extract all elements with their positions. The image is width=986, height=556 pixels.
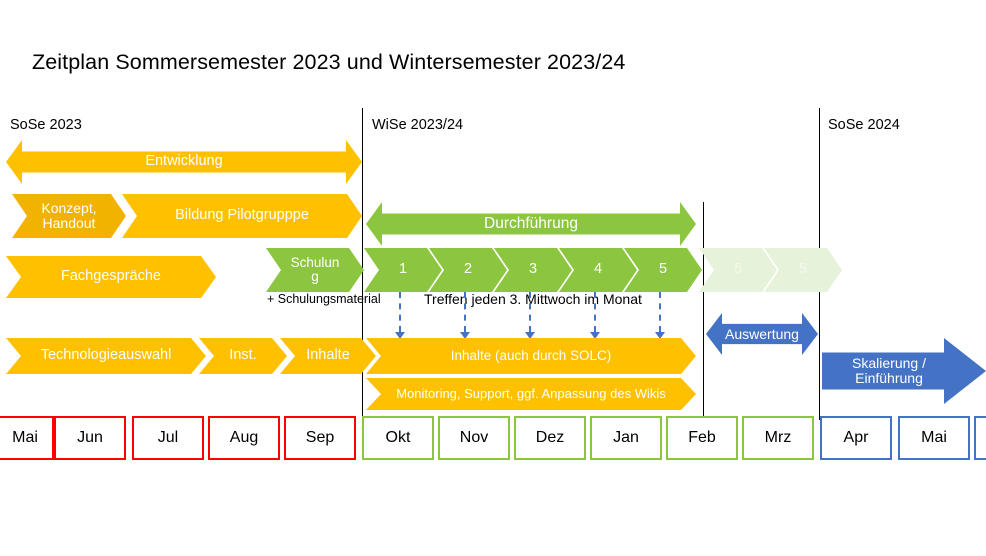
meeting-chevron-5-label: 5 <box>658 261 668 278</box>
month-label: Mai <box>12 429 38 446</box>
section-label-sose-2023: SoSe 2023 <box>10 117 82 133</box>
month-label: Jun <box>77 429 103 446</box>
month-box-sep[interactable]: Sep <box>284 416 356 460</box>
month-label: Aug <box>229 429 259 446</box>
bar-durchfuehrung[interactable]: Durchführung <box>366 202 696 246</box>
month-label: Feb <box>688 429 716 446</box>
month-box-jul[interactable]: Jul <box>132 416 204 460</box>
month-box-feb[interactable]: Feb <box>666 416 738 460</box>
month-box-mrz[interactable]: Mrz <box>742 416 814 460</box>
bar-inhalte-solc[interactable]: Inhalte (auch durch SOLC) <box>366 338 696 374</box>
month-label: Jul <box>157 429 179 446</box>
bar-inst[interactable]: Inst. <box>199 338 287 374</box>
note-schulungsmaterial: + Schulungsmaterial <box>267 292 381 306</box>
month-label: Apr <box>843 429 869 446</box>
meeting-chevron-4-label: 4 <box>593 261 603 278</box>
bar-konzept-handout[interactable]: Konzept, Handout <box>12 194 126 238</box>
month-label: Okt <box>385 429 411 446</box>
bar-auswertung-label: Auswertung <box>725 325 799 342</box>
month-box-jan[interactable]: Jan <box>590 416 662 460</box>
bar-auswertung[interactable]: Auswertung <box>706 313 818 355</box>
bar-durchfuehrung-label: Durchführung <box>484 214 578 232</box>
divider-wise-inner <box>703 202 705 420</box>
bar-inhalte-solc-label: Inhalte (auch durch SOLC) <box>450 347 612 363</box>
bar-schulung[interactable]: Schulun g <box>266 248 364 292</box>
bar-entwicklung[interactable]: Entwicklung <box>6 140 362 184</box>
meeting-chevron-future-2-label: 5 <box>798 261 808 278</box>
bar-bildung-pilotgruppe[interactable]: Bildung Pilotgrupppe <box>122 194 362 238</box>
bar-inst-label: Inst. <box>229 347 257 364</box>
section-label-wise-2023-24: WiSe 2023/24 <box>372 117 464 133</box>
bar-inhalte[interactable]: Inhalte <box>280 338 376 374</box>
bar-monitoring[interactable]: Monitoring, Support, ggf. Anpassung des … <box>366 378 696 410</box>
month-label: Mai <box>921 429 947 446</box>
meeting-chevron-2-label: 2 <box>463 261 473 278</box>
bar-skalierung-einfuehrung[interactable]: Skalierung / Einführung <box>822 338 986 404</box>
meeting-chevron-3-label: 3 <box>528 261 538 278</box>
month-label: Jan <box>613 429 639 446</box>
meeting-chevron-future-1-label: 5 <box>733 261 743 278</box>
month-box-partial[interactable] <box>974 416 986 460</box>
month-label: Nov <box>459 429 489 446</box>
month-box-mai[interactable]: Mai <box>898 416 970 460</box>
bar-fachgespraeche[interactable]: Fachgespräche <box>6 256 216 298</box>
month-box-mai[interactable]: Mai <box>0 416 54 460</box>
bar-bildung-pilotgruppe-label: Bildung Pilotgrupppe <box>175 207 309 224</box>
month-label: Dez <box>535 429 565 446</box>
month-box-nov[interactable]: Nov <box>438 416 510 460</box>
bar-schulung-label: Schulun g <box>290 254 340 284</box>
month-box-aug[interactable]: Aug <box>208 416 280 460</box>
month-box-dez[interactable]: Dez <box>514 416 586 460</box>
meeting-chevron-1[interactable]: 1 <box>364 248 442 292</box>
month-label: Mrz <box>764 429 792 446</box>
month-label: Sep <box>305 429 335 446</box>
divider-sose-wise <box>362 108 364 420</box>
month-box-okt[interactable]: Okt <box>362 416 434 460</box>
bar-fachgespraeche-label: Fachgespräche <box>61 268 161 285</box>
bar-inhalte-label: Inhalte <box>306 347 350 364</box>
bar-technologieauswahl[interactable]: Technologieauswahl <box>6 338 206 374</box>
meeting-chevron-future-1[interactable]: 5 <box>699 248 777 292</box>
bar-entwicklung-label: Entwicklung <box>145 153 223 170</box>
meeting-chevron-1-label: 1 <box>398 261 408 278</box>
section-label-sose-2024: SoSe 2024 <box>828 117 900 133</box>
meeting-chevron-4[interactable]: 4 <box>559 248 637 292</box>
month-box-apr[interactable]: Apr <box>820 416 892 460</box>
bar-konzept-handout-label: Konzept, Handout <box>41 200 97 231</box>
page-title: Zeitplan Sommersemester 2023 und Winters… <box>32 50 626 74</box>
bar-skalierung-einfuehrung-label: Skalierung / Einführung <box>852 355 926 386</box>
bar-technologieauswahl-label: Technologieauswahl <box>40 347 172 364</box>
month-box-jun[interactable]: Jun <box>54 416 126 460</box>
note-meeting-cadence: Treffen jeden 3. Mittwoch im Monat <box>424 291 642 307</box>
bar-monitoring-label: Monitoring, Support, ggf. Anpassung des … <box>396 386 666 402</box>
